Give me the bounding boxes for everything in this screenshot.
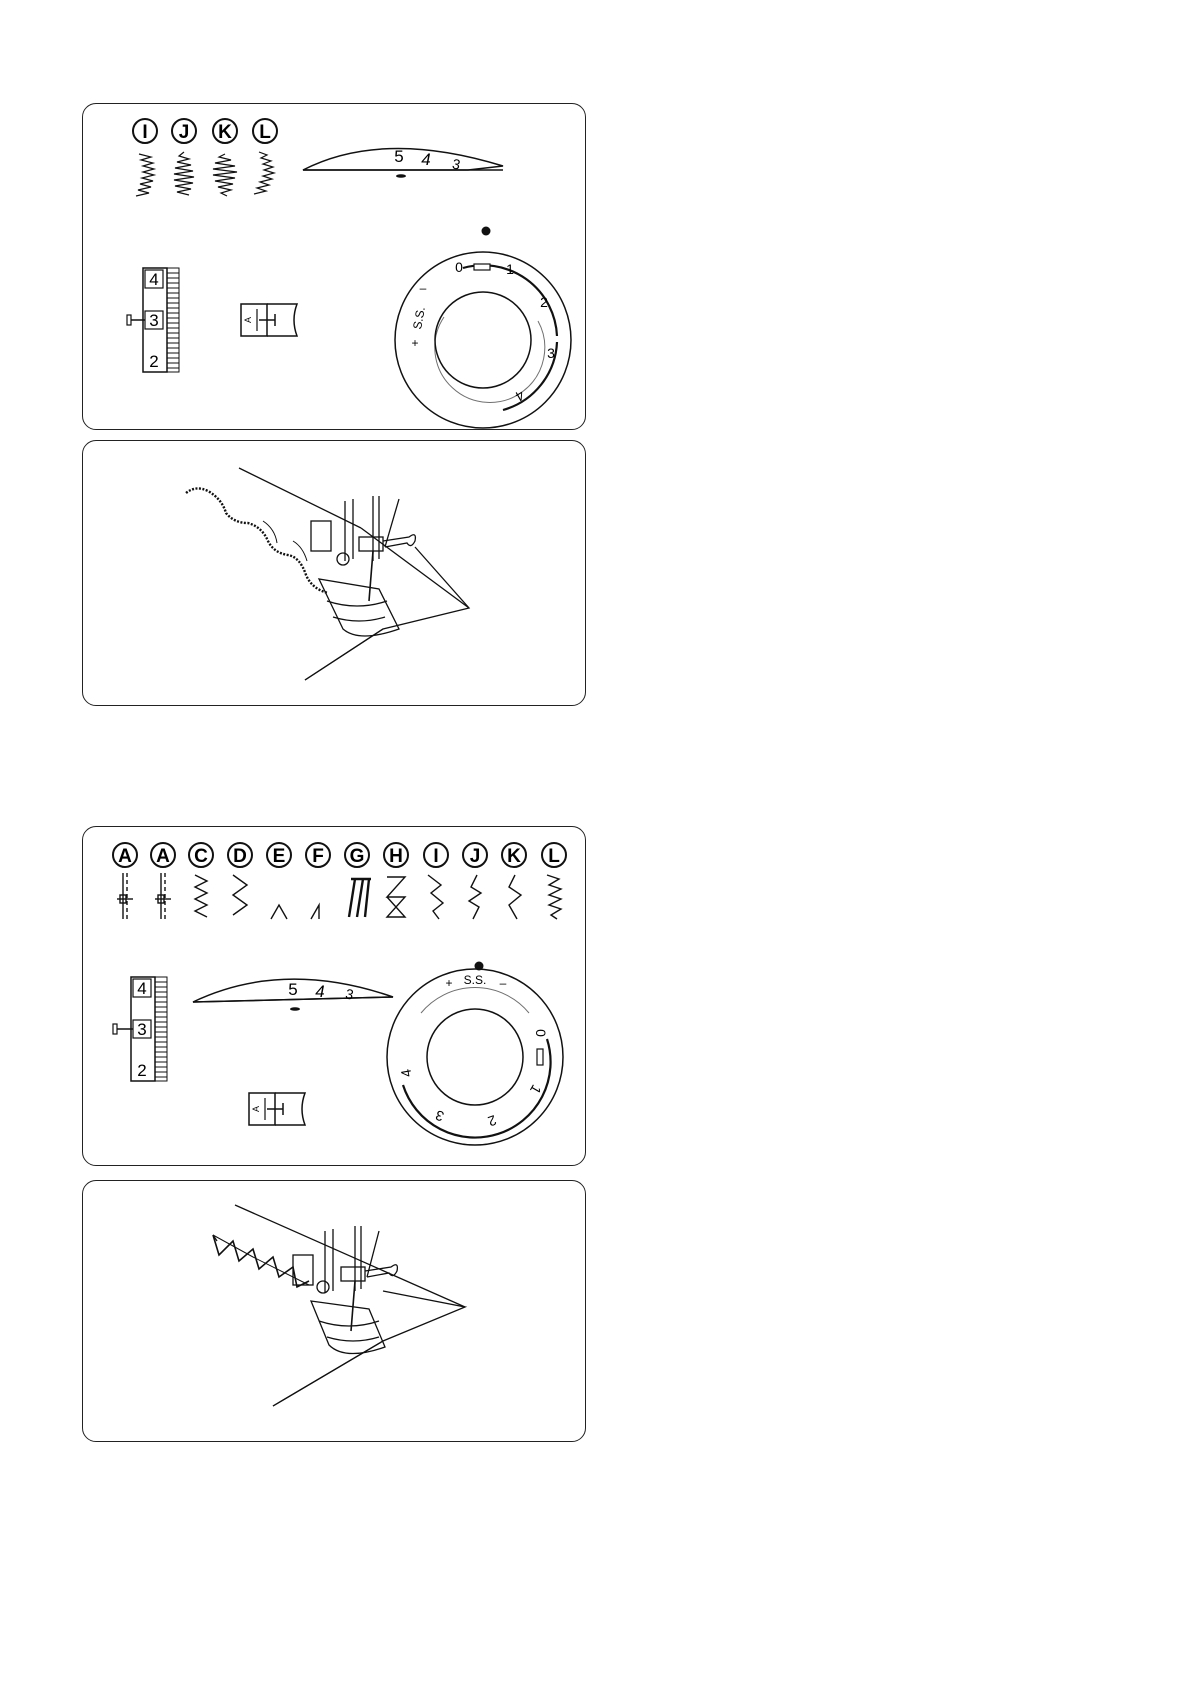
- svg-text:4: 4: [149, 270, 158, 289]
- sewing-illustration-1: [185, 467, 471, 681]
- svg-text:G: G: [350, 846, 365, 867]
- stitch-icon-K: [508, 874, 523, 920]
- svg-text:3: 3: [451, 155, 462, 172]
- settings-panel-1: I J K L 5 4: [82, 103, 586, 430]
- svg-text:K: K: [507, 846, 521, 867]
- svg-text:I: I: [142, 122, 147, 143]
- stitch-icon-straight-left: [117, 873, 133, 919]
- svg-text:–: –: [500, 976, 507, 990]
- svg-text:0: 0: [533, 1029, 549, 1037]
- stitch-length-ruler: [126, 267, 180, 373]
- svg-text:L: L: [548, 846, 560, 867]
- pattern-letters: I J K L: [132, 118, 278, 144]
- settings-illustration-2: A A C D E F G H I J K L: [112, 842, 567, 1146]
- pattern-letter-H: H: [383, 842, 409, 868]
- settings-panel-2: A A C D E F G H I J K L: [82, 826, 586, 1166]
- svg-text:0: 0: [455, 259, 463, 275]
- stitch-icon-straight-center: [155, 873, 171, 919]
- pattern-letter-J-2: J: [462, 842, 488, 868]
- pattern-letters-2: A A C D E F G H I J K L: [112, 842, 567, 868]
- svg-text:2: 2: [486, 1112, 499, 1130]
- pattern-letter-E: E: [266, 842, 292, 868]
- pattern-letter-J: J: [171, 118, 197, 144]
- sewing-illustration-2: [212, 1204, 468, 1407]
- svg-text:J: J: [470, 846, 481, 867]
- pattern-letter-L: L: [252, 118, 278, 144]
- svg-text:K: K: [218, 122, 232, 143]
- stitch-icon-K: [212, 153, 238, 197]
- svg-text:4: 4: [137, 979, 146, 998]
- stitch-icon-G: [347, 877, 371, 918]
- svg-text:2: 2: [540, 294, 548, 310]
- tension-scale-2: 5 4 3: [192, 978, 394, 1011]
- svg-text:3: 3: [547, 345, 555, 361]
- svg-text:A: A: [156, 846, 170, 867]
- stitch-icon-H: [385, 876, 407, 918]
- stitch-icon-I: [135, 153, 157, 197]
- stitch-icon-E: [270, 903, 288, 920]
- pattern-letter-I: I: [132, 118, 158, 144]
- pattern-letter-L-2: L: [541, 842, 567, 868]
- tension-scale: 5 4 3: [302, 147, 504, 178]
- pattern-letter-I-2: I: [423, 842, 449, 868]
- svg-text:3: 3: [149, 311, 158, 330]
- svg-text:5: 5: [288, 980, 297, 999]
- svg-text:A: A: [243, 317, 253, 323]
- stitch-icons-2: [117, 873, 563, 920]
- dial-indicator-dot-2: [474, 961, 484, 971]
- svg-text:D: D: [233, 846, 247, 867]
- sewing-illustration-panel-2: [82, 1180, 586, 1442]
- svg-text:S.S.: S.S.: [464, 973, 487, 987]
- pattern-letter-F: F: [305, 842, 331, 868]
- pattern-letter-K: K: [212, 118, 238, 144]
- svg-text:4: 4: [397, 1068, 414, 1079]
- svg-text:3: 3: [433, 1107, 446, 1125]
- stitch-icon-J: [467, 874, 483, 920]
- svg-text:3: 3: [344, 985, 355, 1002]
- stitch-width-dial: 0 1 2 3 4 S.S. + –: [394, 226, 572, 429]
- pattern-letter-G: G: [344, 842, 370, 868]
- svg-text:4: 4: [421, 150, 430, 169]
- svg-text:A: A: [251, 1106, 261, 1112]
- svg-text:1: 1: [506, 261, 514, 277]
- svg-text:L: L: [259, 122, 271, 143]
- stitch-icon-J: [173, 151, 195, 196]
- pattern-letter-A-2: A: [150, 842, 176, 868]
- svg-text:2: 2: [149, 352, 158, 371]
- svg-text:+: +: [445, 976, 452, 990]
- pattern-letter-A: A: [112, 842, 138, 868]
- stitch-icon-L: [253, 151, 277, 195]
- dial-indicator-dot: [481, 226, 491, 236]
- svg-text:E: E: [273, 846, 286, 867]
- settings-illustration-1: I J K L 5 4: [126, 118, 572, 429]
- stitch-width-dial-2: 0 1 2 3 4 S.S. + –: [386, 961, 564, 1146]
- svg-text:S.S.: S.S.: [410, 306, 428, 331]
- svg-text:J: J: [179, 122, 190, 143]
- pattern-letter-C: C: [188, 842, 214, 868]
- presser-foot-a-icon: A: [240, 303, 299, 337]
- svg-text:3: 3: [137, 1020, 146, 1039]
- svg-text:+: +: [411, 336, 418, 350]
- stitch-length-ruler-2: [112, 976, 168, 1082]
- svg-text:H: H: [389, 846, 403, 867]
- stitch-icon-D: [231, 874, 249, 916]
- svg-text:F: F: [312, 846, 324, 867]
- stitch-icon-F: [310, 902, 320, 920]
- svg-text:2: 2: [137, 1061, 146, 1080]
- svg-text:C: C: [194, 846, 208, 867]
- pattern-letter-K-2: K: [501, 842, 527, 868]
- stitch-icon-L: [546, 874, 563, 920]
- pattern-letter-D: D: [227, 842, 253, 868]
- sewing-illustration-panel-1: [82, 440, 586, 706]
- svg-text:4: 4: [315, 982, 324, 1001]
- presser-foot-a-icon-2: A: [248, 1092, 307, 1126]
- stitch-icon-C: [193, 874, 209, 918]
- svg-text:I: I: [433, 846, 438, 867]
- stitch-icons: [135, 151, 277, 197]
- svg-text:–: –: [420, 281, 427, 295]
- svg-text:A: A: [118, 846, 132, 867]
- stitch-icon-I: [427, 874, 445, 920]
- svg-text:5: 5: [394, 147, 403, 166]
- svg-text:1: 1: [527, 1082, 545, 1097]
